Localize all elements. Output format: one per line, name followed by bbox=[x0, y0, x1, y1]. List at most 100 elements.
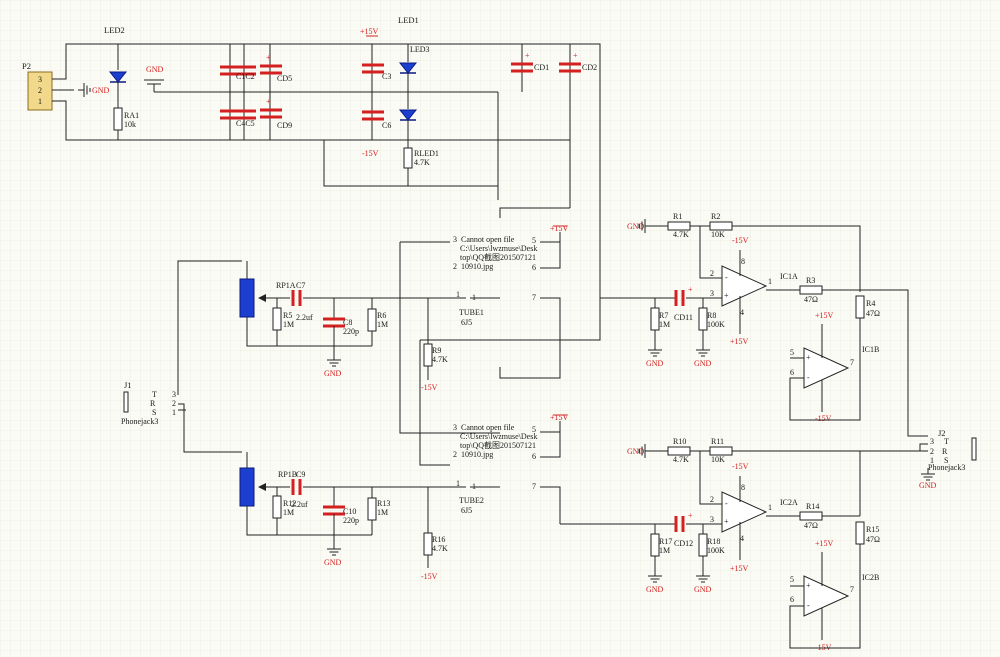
cd11-label: CD11 bbox=[674, 313, 693, 322]
j2-num-3: 3 bbox=[930, 437, 934, 446]
ic1b-pin6: 6 bbox=[790, 368, 794, 377]
gnd-r18: GND bbox=[694, 585, 712, 594]
gnd-r8: GND bbox=[694, 359, 712, 368]
r10-val: 4.7K bbox=[673, 455, 689, 464]
channel-2: RP1B C9 2.2uf R12 1M C10 220p GND R13 1M… bbox=[239, 340, 928, 652]
r9-val: 4.7K bbox=[432, 355, 448, 364]
tube2-err-pin: 3 bbox=[453, 423, 457, 432]
svg-text:+: + bbox=[688, 285, 693, 294]
j2-num-1: 1 bbox=[930, 456, 934, 465]
svg-text:+: + bbox=[688, 511, 693, 520]
ic1a-pin2: 2 bbox=[710, 269, 714, 278]
rp1b-label: RP1B bbox=[278, 470, 297, 479]
r2-ref: R2 bbox=[711, 212, 720, 221]
r3-val: 47Ω bbox=[804, 295, 818, 304]
gnd-c10: GND bbox=[324, 558, 342, 567]
r1-val: 4.7K bbox=[673, 230, 689, 239]
ic2b-opamp bbox=[803, 575, 850, 617]
ra1-resistor bbox=[113, 107, 123, 131]
tube1-pin5: 5 bbox=[532, 236, 536, 245]
tube2-pin1-l: 1 bbox=[456, 479, 460, 488]
j2-pin-r: R bbox=[942, 447, 948, 456]
c1c2-label: C1C2 bbox=[236, 72, 255, 81]
j1-ref: J1 bbox=[124, 380, 132, 390]
ic2a-pin8: 8 bbox=[741, 483, 745, 492]
connector-j2[interactable]: J2 Phonejack3 T R S 3 2 1 bbox=[928, 428, 977, 472]
ic1b-pin7: 7 bbox=[850, 358, 854, 367]
r16-minus15: -15V bbox=[421, 572, 438, 581]
tube2-type: 6J5 bbox=[461, 506, 472, 515]
r9-ref: R9 bbox=[432, 346, 441, 355]
ic1b-plus: + bbox=[806, 353, 811, 362]
ic2a-opamp bbox=[721, 491, 768, 533]
ic2b-plus15: +15V bbox=[815, 539, 834, 548]
ic2b-pin6: 6 bbox=[790, 595, 794, 604]
r7-val: 1M bbox=[659, 320, 670, 329]
p2-pin-3: 3 bbox=[38, 75, 42, 84]
r11-ref: R11 bbox=[711, 437, 724, 446]
c8-val: 220p bbox=[343, 327, 359, 336]
ic2a-plus15: +15V bbox=[730, 564, 749, 573]
ic1b-minus: - bbox=[807, 373, 810, 382]
r2-val: 10K bbox=[711, 230, 725, 239]
led1-label: LED1 bbox=[398, 15, 419, 25]
ic2a-pin4: 4 bbox=[740, 534, 744, 543]
t1-plus15: +15V bbox=[550, 224, 569, 233]
r17-ref: R17 bbox=[659, 537, 672, 546]
svg-text:+: + bbox=[525, 51, 530, 60]
tube1-err-pin: 3 bbox=[453, 235, 457, 244]
ic2a-pin2: 2 bbox=[710, 495, 714, 504]
r12-ref: R12 bbox=[283, 499, 296, 508]
p2-gnd-label: GND bbox=[92, 86, 110, 95]
c7-val: 2.2uf bbox=[296, 313, 313, 322]
r1-ref: R1 bbox=[673, 212, 682, 221]
tube1-err1: Cannot open file bbox=[461, 235, 515, 244]
ic1a-minus: - bbox=[725, 273, 728, 282]
j2-ref: J2 bbox=[938, 428, 946, 438]
r3-ref: R3 bbox=[806, 276, 815, 285]
svg-text:+: + bbox=[266, 97, 271, 106]
rled1-val: 4.7K bbox=[414, 158, 430, 167]
r10-ref: R10 bbox=[673, 437, 686, 446]
ic1a-minus15: -15V bbox=[732, 236, 749, 245]
r6-ref: R6 bbox=[377, 311, 386, 320]
j1-pin-s: S bbox=[152, 408, 156, 417]
r13-val: 1M bbox=[377, 508, 388, 517]
c3-label: C3 bbox=[382, 72, 391, 81]
ic2b-pin7: 7 bbox=[850, 585, 854, 594]
r5-ref: R5 bbox=[283, 311, 292, 320]
gnd-r7: GND bbox=[646, 359, 664, 368]
ic2b-label: IC2B bbox=[862, 573, 879, 582]
gnd-r17: GND bbox=[646, 585, 664, 594]
j1-num-1: 1 bbox=[172, 408, 176, 417]
j1-pin-t: T bbox=[152, 390, 157, 399]
ic1b-pin5: 5 bbox=[790, 348, 794, 357]
p2-ref: P2 bbox=[22, 61, 31, 71]
c9-val: 2.2uf bbox=[291, 500, 308, 509]
ic2a-pin3: 3 bbox=[710, 515, 714, 524]
tube2-err1: Cannot open file bbox=[461, 423, 515, 432]
plus15-top: +15V bbox=[360, 27, 379, 36]
r11-val: 10K bbox=[711, 455, 725, 464]
pot-rp1a[interactable] bbox=[239, 278, 255, 318]
power-section: P2 3 2 1 GND LED2 RA1 10k GND bbox=[22, 15, 601, 208]
ic2a-minus15: -15V bbox=[732, 462, 749, 471]
tube1-ref: TUBE1 bbox=[459, 308, 484, 317]
r6-val: 1M bbox=[377, 320, 388, 329]
connector-j1[interactable]: J1 Phonejack3 T R S 3 2 1 bbox=[121, 380, 176, 426]
r4-val: 47Ω bbox=[866, 309, 880, 318]
ic1a-opamp bbox=[721, 265, 768, 307]
pot-rp1b[interactable] bbox=[239, 467, 255, 507]
connector-p2[interactable]: P2 3 2 1 bbox=[22, 61, 53, 111]
gnd-net-label: GND bbox=[146, 65, 164, 74]
ic1a-pin8: 8 bbox=[741, 257, 745, 266]
c8-ref: C8 bbox=[343, 318, 352, 327]
ic1b-plus15: +15V bbox=[815, 311, 834, 320]
cd5-label: CD5 bbox=[277, 74, 292, 83]
tube2-pin7: 7 bbox=[532, 482, 536, 491]
r7-ref: R7 bbox=[659, 311, 668, 320]
r5-val: 1M bbox=[283, 320, 294, 329]
j1-num-2: 2 bbox=[172, 399, 176, 408]
